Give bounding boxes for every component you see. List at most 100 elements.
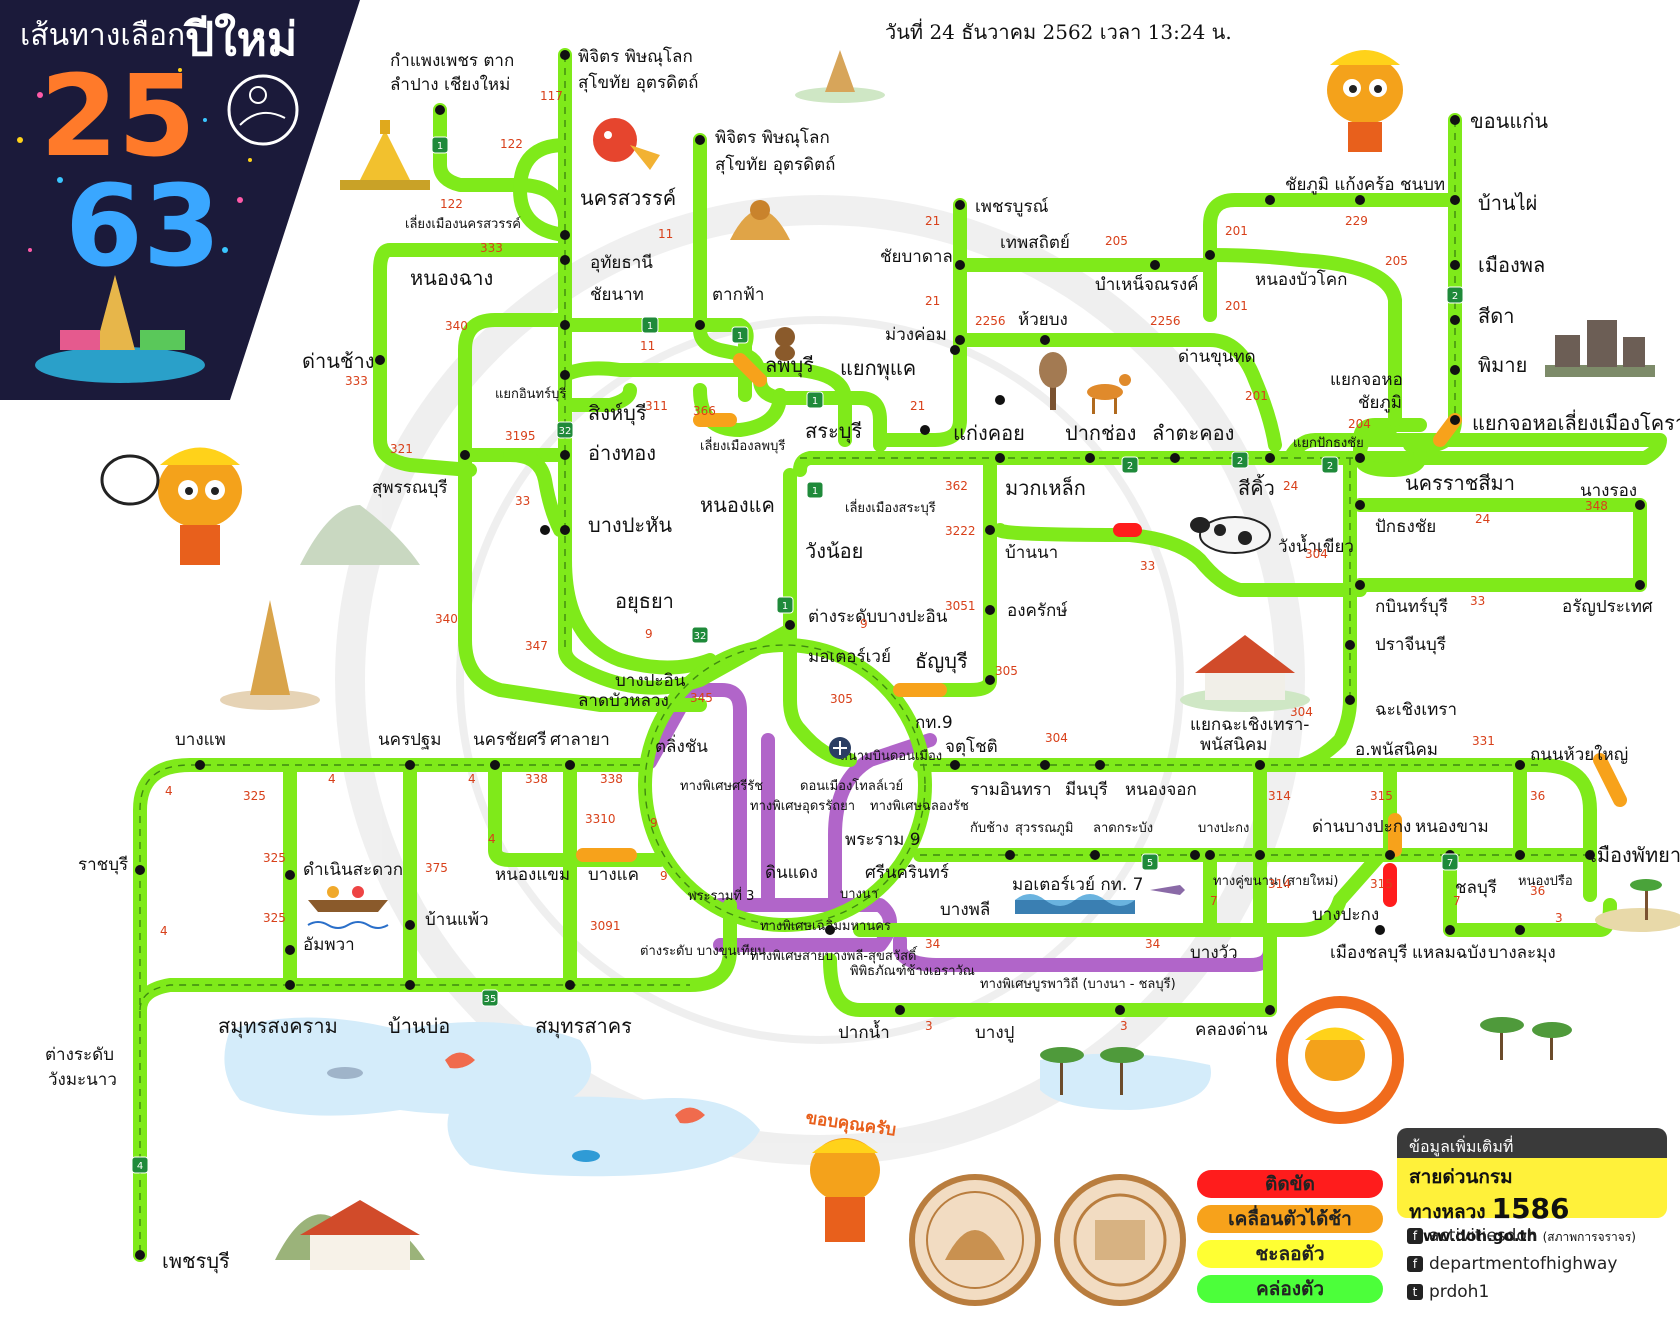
- label-mueang-phon: เมืองพล: [1478, 253, 1545, 277]
- svg-text:2: 2: [1127, 461, 1133, 472]
- junction-node: [565, 760, 575, 770]
- label-chonburi: ชลบุรี: [1455, 878, 1497, 898]
- junction-node: [195, 760, 205, 770]
- junction-node: [1345, 695, 1355, 705]
- label-khlong-tan: กับช้าง: [970, 821, 1009, 836]
- label-nong-bua-khok: หนองบัวโคก: [1255, 269, 1347, 290]
- label-bang-pakong-1: บางปะกง: [1198, 821, 1249, 836]
- route-number: 9: [650, 816, 658, 830]
- svg-text:7: 7: [1447, 858, 1453, 869]
- label-chatuchot: จตุโชติ: [945, 736, 998, 757]
- website-link[interactable]: www.doh.go.th: [1409, 1227, 1538, 1245]
- label-pak-thong-chai: ปักธงชัย: [1375, 517, 1436, 537]
- place-labels: นครสวรรค์ อุทัยธานี ชัยนาท ตากฟ้า ลพบุรี…: [45, 46, 1680, 1274]
- junction-node: [1005, 850, 1015, 860]
- route-number: 7: [1453, 894, 1461, 908]
- label-bang-na-expressway: ทางพิเศษสายบางพลี-สุขสวัสดิ์: [750, 946, 918, 964]
- label-chalong-rat: ทางพิเศษฉลองรัช: [870, 799, 969, 814]
- label-bypass-lopburi: เลี่ยงเมืองลพบุรี: [700, 437, 785, 454]
- route-number: 347: [525, 639, 548, 653]
- junction-node: [1170, 453, 1180, 463]
- route-number: 4: [468, 772, 476, 786]
- label-chainat: ชัยนาท: [590, 285, 644, 305]
- label-kabin-buri: กบินทร์บุรี: [1375, 597, 1448, 617]
- junction-node: [995, 395, 1005, 405]
- route-shield: 2: [1446, 286, 1464, 304]
- label-bang-pa-in: บางปะอิน: [615, 671, 686, 691]
- route-number: 362: [945, 479, 968, 493]
- mascot-elephant-icon: [810, 1138, 880, 1242]
- route-numbers: 1171221223333403333213195333403471111311…: [160, 89, 1608, 1033]
- route-number: 340: [435, 612, 458, 626]
- label-chaiyaphum-list: ชัยภูมิ แก้งคร้อ ชนบท: [1285, 175, 1445, 195]
- hotline-number: 1586: [1491, 1192, 1570, 1225]
- route-shield: 7: [1441, 853, 1459, 871]
- junction-node: [1355, 500, 1365, 510]
- label-lat-bua-luang: ลาดบัวหลวง: [578, 691, 669, 711]
- route-shield: 1: [776, 596, 794, 614]
- junction-node: [1635, 580, 1645, 590]
- label-phimai: พิมาย: [1478, 353, 1527, 377]
- svg-text:1: 1: [812, 396, 818, 407]
- label-prachinburi: ปราจีนบุรี: [1375, 635, 1446, 655]
- facebook-icon: f: [1407, 1228, 1423, 1244]
- label-motorway: มอเตอร์เวย์: [808, 647, 891, 667]
- junction-node: [1515, 925, 1525, 935]
- route-number: 3: [1555, 911, 1563, 925]
- route-number: 314: [1268, 877, 1291, 891]
- mangrove-icon: [1040, 1047, 1144, 1095]
- label-bang-na: บางนา: [840, 887, 878, 902]
- label-min-buri: มีนบุรี: [1065, 780, 1108, 800]
- hotline-label: สายด่วนกรมทางหลวง: [1409, 1166, 1513, 1223]
- route-number: 36: [1530, 789, 1545, 803]
- junction-node: [135, 865, 145, 875]
- junction-node: [1450, 315, 1460, 325]
- route-number: 2256: [1150, 314, 1181, 328]
- label-tanyaburi: ธัญบุรี: [915, 649, 968, 674]
- label-angthong: อ่างทอง: [588, 441, 656, 465]
- route-number: 33: [1470, 594, 1485, 608]
- label-ongkharak: องครักษ์: [1007, 601, 1068, 621]
- label-sala-ya: ศาลายา: [550, 730, 610, 750]
- route-number: 304: [1290, 705, 1313, 719]
- svg-text:32: 32: [559, 426, 572, 437]
- label-chaloem-maha-nakhon: ทางพิเศษเฉลิมมหานคร: [760, 919, 891, 934]
- svg-text:35: 35: [484, 994, 497, 1005]
- junction-node: [435, 105, 445, 115]
- label-nakhon-ratchasima: นครราชสีมา: [1405, 471, 1515, 495]
- label-yaek-chachoengsao-1: แยกฉะเชิงเทรา-: [1190, 715, 1309, 735]
- label-dan-bang-pakong: ด่านบางปะกง: [1312, 817, 1411, 837]
- label-nakhon-chai-si: นครชัยศรี: [473, 730, 547, 750]
- legend-free: คล่องตัว: [1197, 1275, 1383, 1303]
- label-samut-songkhram: สมุทรสงคราม: [218, 1014, 338, 1039]
- junction-node: [825, 925, 835, 935]
- label-bang-pahan: บางปะหัน: [588, 513, 672, 537]
- label-amphawa: อัมพวา: [303, 935, 355, 955]
- label-dan-chang: ด่านช้าง: [302, 349, 374, 373]
- route-number: 333: [345, 374, 368, 388]
- label-takfa: ตากฟ้า: [712, 285, 764, 305]
- label-phetchabun: เพชรบูรณ์: [975, 197, 1049, 217]
- water-area: [224, 1017, 1211, 1177]
- label-pattaya: เมืองพัทยา: [1590, 843, 1680, 867]
- route-number: 338: [525, 772, 548, 786]
- label-phra-ram-9: พระราม 9: [845, 830, 921, 850]
- route-number: 33: [515, 494, 530, 508]
- label-nong-chang: หนองฉาง: [410, 266, 493, 290]
- route-number: 229: [1345, 214, 1368, 228]
- label-nong-kham: หนองขาม: [1415, 817, 1489, 837]
- mascot-elephant-icon: [1327, 50, 1403, 152]
- svg-text:1: 1: [737, 331, 743, 342]
- route-number: 4: [165, 784, 173, 798]
- junction-node: [950, 760, 960, 770]
- route-number: 24: [1283, 479, 1298, 493]
- svg-text:2: 2: [1327, 461, 1333, 472]
- twitter-handle: prdoh1: [1429, 1282, 1490, 1302]
- label-phichit-2: พิจิตร พิษณุโลก: [715, 127, 830, 148]
- label-phanat-nikhom: อ.พนัสนิคม: [1355, 740, 1438, 760]
- junction-node: [985, 525, 995, 535]
